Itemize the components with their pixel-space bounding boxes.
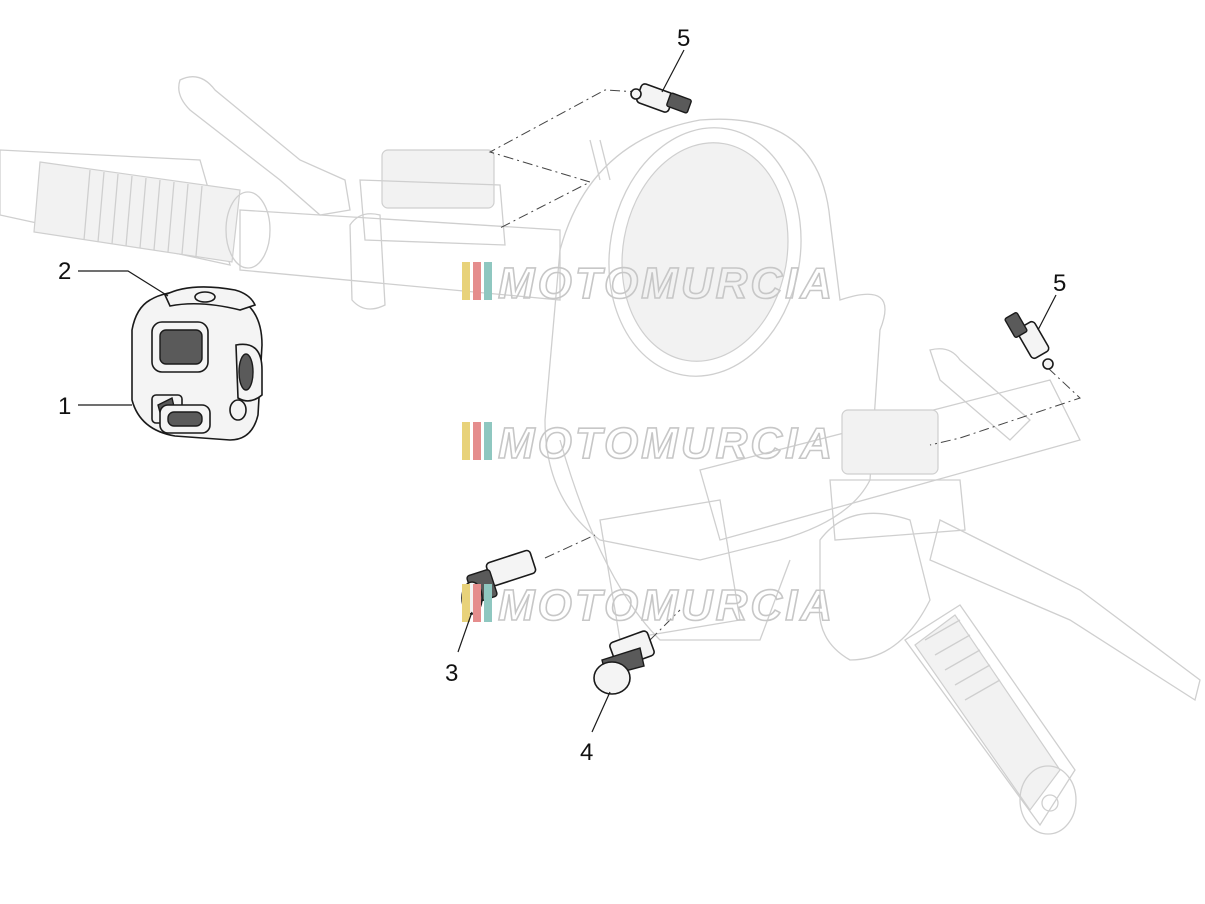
callout-3: 3: [445, 660, 458, 687]
watermark-text: MOTOMURCIA: [498, 419, 835, 468]
left-switch-housing: [131, 286, 263, 441]
switch-5-top: [630, 83, 692, 114]
leader-2: [78, 270, 169, 297]
watermark-stripe-1: [462, 262, 470, 300]
callout-2: 2: [58, 258, 71, 285]
ghost-handlebar-assembly: [0, 76, 1201, 835]
left-grip-ribs: [83, 169, 203, 257]
watermark-stripe-1: [462, 422, 470, 460]
watermark-stripe-3: [484, 584, 492, 622]
right-grip-ribs: [924, 619, 1001, 701]
leader-4: [591, 691, 611, 733]
assembly-lines: [488, 89, 1081, 641]
leader-5b: [1037, 294, 1057, 331]
watermark-stripe-2: [473, 422, 481, 460]
switch-4: [593, 630, 655, 695]
watermark-2: MOTOMURCIA: [462, 418, 835, 469]
watermark-stripe-1: [462, 584, 470, 622]
leader-lines: [78, 49, 1057, 733]
callout-5-top: 5: [677, 25, 690, 52]
watermark-stripe-2: [473, 262, 481, 300]
callout-5-right: 5: [1053, 270, 1066, 297]
callout-4: 4: [580, 739, 593, 766]
watermark-1: MOTOMURCIA: [462, 258, 835, 309]
callout-1: 1: [58, 393, 71, 420]
leader-3: [457, 611, 473, 653]
leader-5a: [661, 49, 685, 93]
watermark-stripe-3: [484, 422, 492, 460]
watermark-3: MOTOMURCIA: [462, 580, 835, 631]
switch-5-right: [1004, 312, 1054, 370]
watermark-text: MOTOMURCIA: [498, 581, 835, 630]
watermark-stripe-3: [484, 262, 492, 300]
watermark-text: MOTOMURCIA: [498, 259, 835, 308]
watermark-stripe-2: [473, 584, 481, 622]
